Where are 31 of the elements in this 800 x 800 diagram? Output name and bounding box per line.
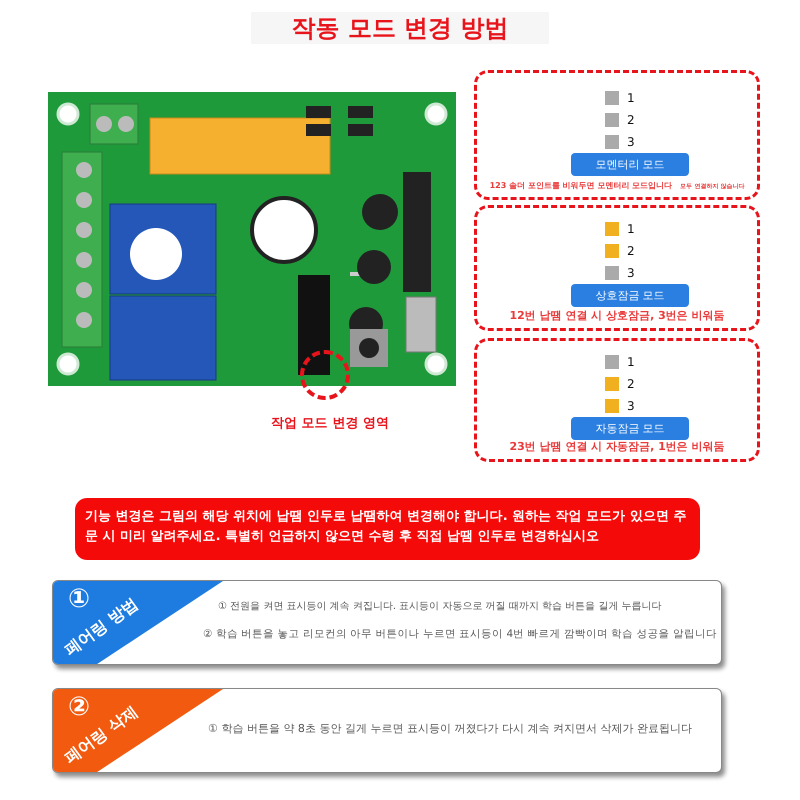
- mode-badge: 상호잠금 모드: [571, 284, 689, 307]
- instruction-card: [52, 580, 722, 665]
- note-text: 12번 납땜 연결 시 상호잠금, 3번은 비워둠: [509, 309, 725, 322]
- pad-number: 3: [627, 398, 635, 413]
- pad-number: 1: [627, 354, 635, 369]
- instruction-text: ② 학습 버튼을 놓고 리모컨의 아무 버튼이나 누르면 표시등이 4번 빠르게 깜빡이며 학습 성공을 알립니다: [203, 627, 717, 641]
- pad-number: 2: [627, 112, 635, 127]
- note-text: 123 솔더 포인트를 비워두면 모멘터리 모드입니다: [490, 181, 672, 190]
- pad-number: 1: [627, 90, 635, 105]
- dashed-panel: [474, 338, 760, 462]
- mode-badge: 모멘터리 모드: [571, 153, 689, 176]
- pad-number: 1: [627, 222, 635, 236]
- instruction-card: [52, 688, 722, 773]
- pcb-drawing: [48, 92, 456, 386]
- note-text: 23번 납땜 연결 시 자동잠금, 1번은 비워둠: [509, 440, 725, 453]
- area-caption: 작업 모드 변경 영역: [270, 415, 390, 432]
- pad-number: 2: [627, 376, 635, 391]
- corner-ribbon: [53, 689, 223, 772]
- pad-number: 3: [627, 266, 635, 280]
- instruction-text: ① 학습 버튼을 약 8초 동안 길게 누르면 표시등이 꺼졌다가 다시 계속 켜지면서 삭제가 완료됩니다: [208, 721, 692, 736]
- dashed-panel: [474, 70, 760, 200]
- dashed-panel: [474, 205, 760, 331]
- pad-number: 2: [627, 244, 635, 258]
- instruction-text: ① 전원을 켜면 표시등이 계속 켜집니다. 표시등이 자동으로 꺼질 때까지 학습 버튼을 길게 누릅니다: [218, 600, 662, 613]
- step-number: ②: [66, 693, 91, 721]
- step-number: ①: [66, 585, 91, 613]
- notice-banner: 기능 변경은 그림의 해당 위치에 납땜 인두로 납땜하여 변경해야 합니다. 원하는 작업 모드가 있으면 주문 시 미리 알려주세요. 특별히 언급하지 않으면 수령 후 직접 납땜 인두로 변경하십시오: [75, 498, 700, 560]
- mode-badge: 자동잠금 모드: [571, 417, 689, 440]
- title: 작동 모드 변경 방법: [251, 12, 549, 44]
- pad-number: 3: [627, 134, 635, 149]
- dashed-circle: [300, 350, 350, 400]
